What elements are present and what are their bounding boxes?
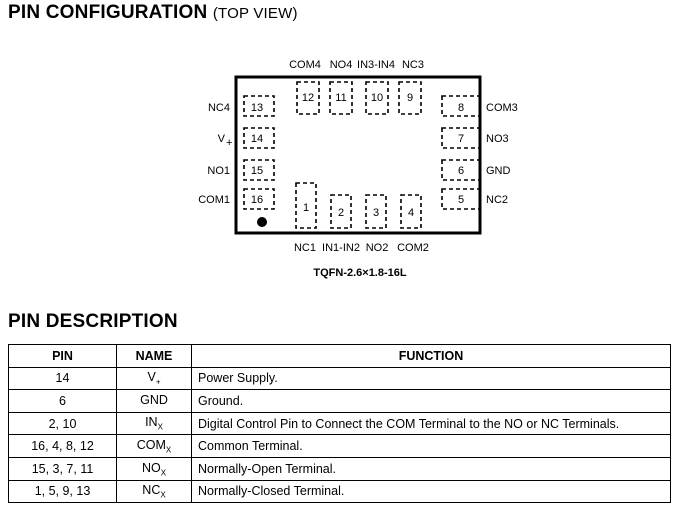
- header-name: NAME: [116, 344, 192, 368]
- package-name: TQFN-2.6×1.8-16L: [313, 267, 407, 279]
- pin-label-no1: NO1: [207, 165, 230, 177]
- pin-num-9: 9: [407, 92, 413, 104]
- function-cell: Normally-Open Terminal.: [191, 456, 671, 481]
- pin-label-in1-in2: IN1-IN2: [322, 242, 360, 254]
- pad-6: [441, 159, 481, 181]
- pad-10: [365, 81, 389, 115]
- pad-3: [365, 194, 387, 229]
- pin-label-com3: COM3: [486, 102, 518, 114]
- pad-2: [330, 194, 352, 229]
- function-cell: Normally-Closed Terminal.: [191, 479, 671, 504]
- top-view-subtitle: (TOP VIEW): [212, 5, 298, 22]
- right-pin-labels: COM3 NO3 GND NC2: [486, 102, 518, 206]
- table-row: 15, 3, 7, 11 NOX Normally-Open Terminal.: [8, 456, 671, 481]
- pin-num-11: 11: [335, 92, 346, 104]
- pin-num-2: 2: [338, 207, 344, 219]
- pin-label-nc2: NC2: [486, 194, 508, 206]
- pin-description-heading: PIN DESCRIPTION: [8, 311, 178, 332]
- pad-11: [329, 81, 353, 115]
- left-pin-numbers: 13 14 15 16: [251, 102, 263, 206]
- table-row: 14 V+ Power Supply.: [8, 366, 671, 391]
- function-cell: Power Supply.: [191, 366, 671, 391]
- pin-description-table: PIN NAME FUNCTION 14 V+ Power Supply. 6 …: [8, 344, 671, 504]
- table-row: 6 GND Ground.: [8, 389, 671, 413]
- left-pin-labels: NC4 V + NO1 COM1: [198, 102, 232, 206]
- name-cell: COMX: [116, 434, 192, 458]
- name-cell: NCX: [116, 479, 192, 504]
- table-row: 1, 5, 9, 13 NCX Normally-Closed Terminal…: [8, 479, 671, 504]
- header-function: FUNCTION: [191, 344, 671, 368]
- pin-num-8: 8: [458, 102, 464, 114]
- name-cell: INX: [116, 411, 192, 436]
- pin-cell: 16, 4, 8, 12: [8, 434, 117, 458]
- pin-num-12: 12: [302, 92, 314, 104]
- pin-num-15: 15: [251, 165, 263, 177]
- pin-label-vplus: V: [218, 133, 226, 145]
- top-pin-labels: COM4 NO4 IN3-IN4 NC3: [289, 59, 424, 71]
- name-cell: V+: [116, 366, 192, 391]
- function-cell: Digital Control Pin to Connect the COM T…: [191, 411, 671, 436]
- bottom-pin-labels: NC1 IN1-IN2 NO2 COM2: [294, 242, 429, 254]
- pad-5: [441, 188, 481, 210]
- pin-label-nc1: NC1: [294, 242, 316, 254]
- pin-cell: 15, 3, 7, 11: [8, 456, 117, 481]
- pin-configuration-title: PIN CONFIGURATION: [8, 2, 208, 23]
- pad-9: [398, 81, 422, 115]
- pin-num-13: 13: [251, 102, 263, 114]
- pin-cell: 6: [8, 389, 117, 413]
- header-pin: PIN: [8, 344, 117, 368]
- pin-num-7: 7: [458, 133, 464, 145]
- pad-4: [400, 194, 422, 229]
- pin-num-3: 3: [373, 207, 379, 219]
- pin-label-nc3: NC3: [402, 59, 424, 71]
- pin-cell: 2, 10: [8, 411, 117, 436]
- table-row: 16, 4, 8, 12 COMX Common Terminal.: [8, 434, 671, 458]
- package-outline: [234, 75, 482, 235]
- right-pin-numbers: 8 7 6 5: [458, 102, 464, 206]
- pad-8: [441, 95, 481, 117]
- pin-num-16: 16: [251, 194, 263, 206]
- pin-label-nc4: NC4: [208, 102, 230, 114]
- pin-num-5: 5: [458, 194, 464, 206]
- pad-1: [295, 182, 317, 229]
- pin-label-com1: COM1: [198, 194, 230, 206]
- pin-label-vplus-sub: +: [226, 137, 232, 149]
- pad-15: [243, 159, 275, 181]
- pin-num-1: 1: [303, 202, 309, 214]
- pin-num-4: 4: [408, 207, 414, 219]
- table-header-row: PIN NAME FUNCTION: [8, 344, 671, 368]
- pin-num-6: 6: [458, 165, 464, 177]
- pin-num-14: 14: [251, 133, 263, 145]
- pad-7: [441, 127, 481, 149]
- pin-cell: 1, 5, 9, 13: [8, 479, 117, 504]
- pin-label-gnd: GND: [486, 165, 511, 177]
- pin-label-com4: COM4: [289, 59, 321, 71]
- function-cell: Common Terminal.: [191, 434, 671, 458]
- pin-label-no4: NO4: [330, 59, 353, 71]
- pin-label-no3: NO3: [486, 133, 509, 145]
- pin-cell: 14: [8, 366, 117, 391]
- pad-14: [243, 127, 275, 149]
- name-cell: NOX: [116, 456, 192, 481]
- pin-label-com2: COM2: [397, 242, 429, 254]
- top-pin-numbers: 12 11 10 9: [302, 92, 413, 104]
- pin-label-in3-in4: IN3-IN4: [357, 59, 395, 71]
- function-cell: Ground.: [191, 389, 671, 413]
- pin-num-10: 10: [371, 92, 383, 104]
- table-row: 2, 10 INX Digital Control Pin to Connect…: [8, 411, 671, 436]
- pad-13: [243, 95, 275, 117]
- pin-configuration-heading: PIN CONFIGURATION (TOP VIEW): [8, 2, 298, 24]
- bottom-pin-numbers: 1 2 3 4: [303, 202, 414, 219]
- pin1-marker-dot: [257, 217, 267, 227]
- pad-12: [296, 81, 320, 115]
- pin-label-no2: NO2: [366, 242, 389, 254]
- pin-diagram: 12 11 10 9 COM4 NO4 IN3-IN4 NC3 1 2 3 4 …: [198, 59, 518, 279]
- name-cell: GND: [116, 389, 192, 413]
- pad-16: [243, 188, 275, 210]
